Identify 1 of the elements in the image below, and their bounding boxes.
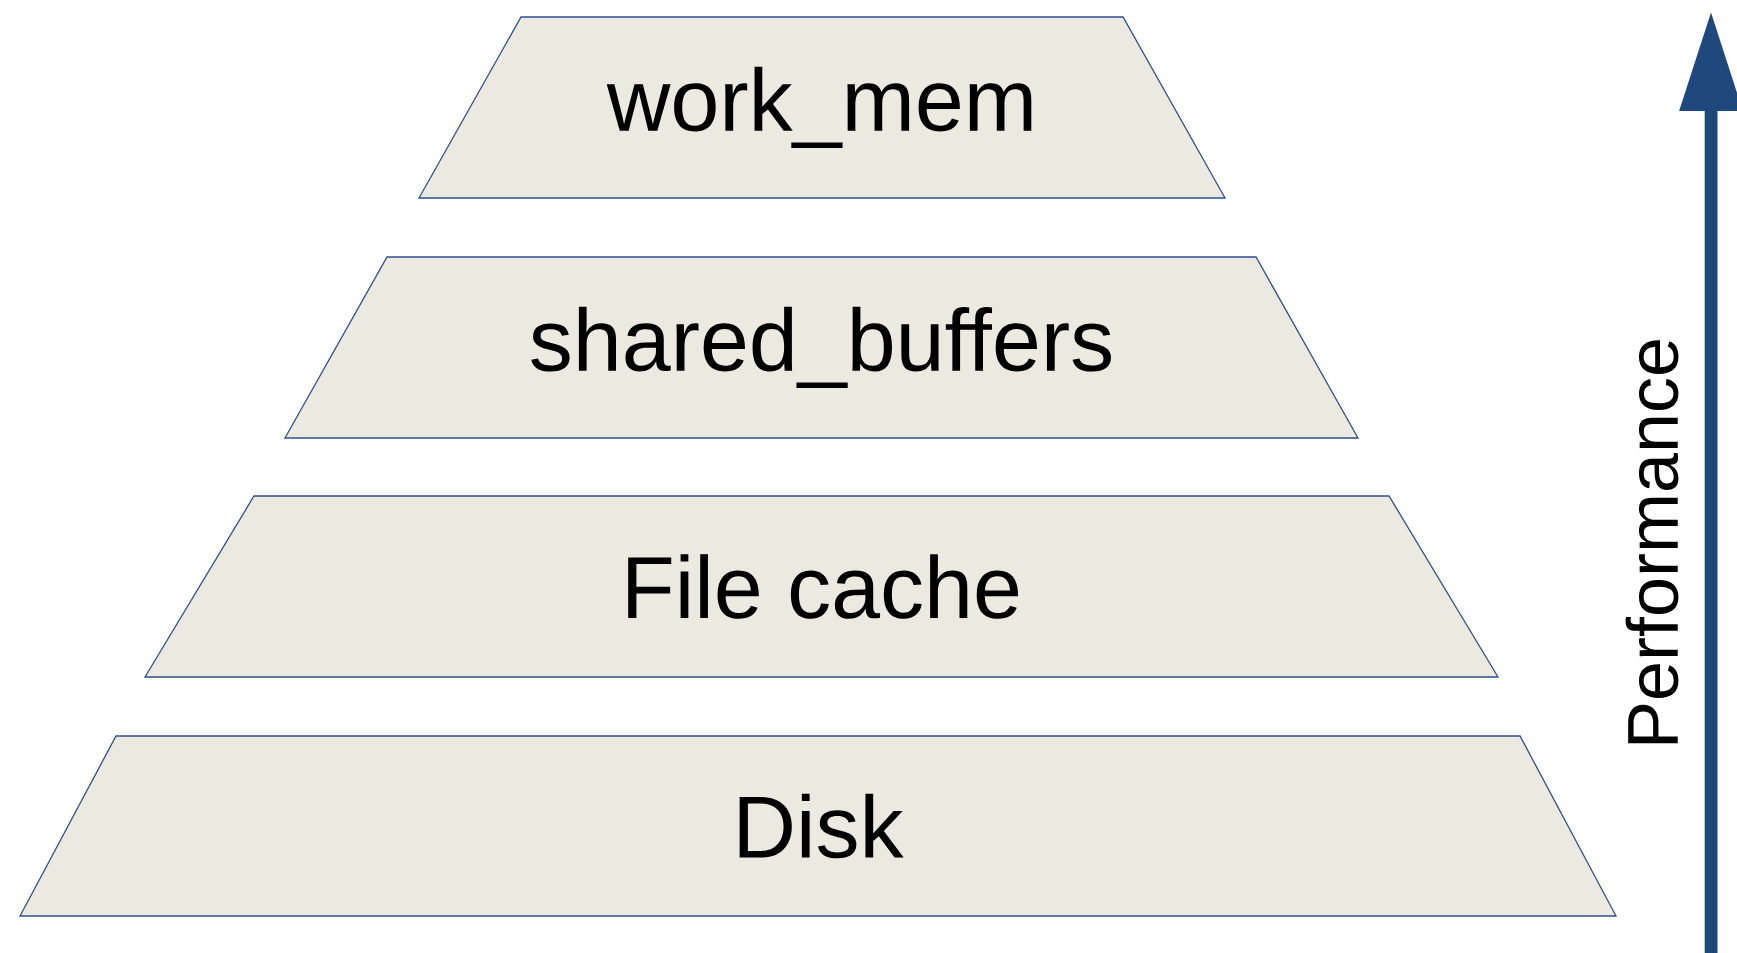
axis-label: Performance (1625, 340, 1679, 744)
